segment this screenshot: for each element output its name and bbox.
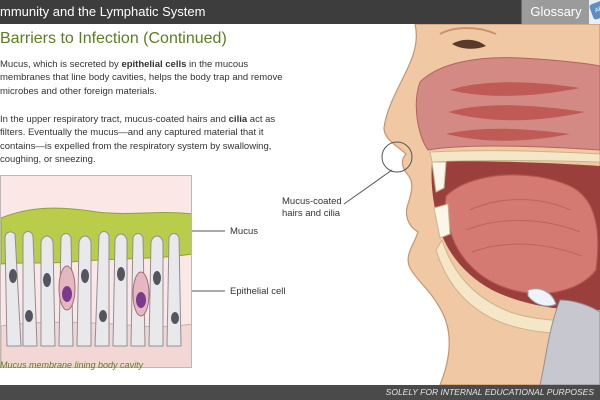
glossary-badge-icon: AB bbox=[589, 0, 600, 21]
hard-palate bbox=[429, 150, 600, 163]
para2-after: act as filters. Eventually the mucus—and… bbox=[0, 114, 276, 165]
glossary-corner-icon[interactable]: AB bbox=[589, 0, 600, 24]
glossary-button[interactable]: Glossary bbox=[521, 0, 590, 24]
para1-after: in the mucous membranes that line body c… bbox=[0, 59, 283, 97]
nasal-turbinate-1 bbox=[450, 82, 580, 96]
label-mucus: Mucus bbox=[230, 226, 258, 237]
paragraph-respiratory: In the upper respiratory tract, mucus-co… bbox=[0, 113, 300, 166]
highlighted-nucleus bbox=[136, 292, 146, 308]
footer-text: SOLELY FOR INTERNAL EDUCATIONAL PURPOSES bbox=[385, 387, 594, 397]
label-epithelial-cell: Epithelial cell bbox=[230, 286, 286, 297]
course-title: mmunity and the Lymphatic System bbox=[0, 4, 206, 19]
nasal-cavity bbox=[415, 57, 600, 151]
term-cilia[interactable]: cilia bbox=[228, 114, 248, 125]
footer-bar: SOLELY FOR INTERNAL EDUCATIONAL PURPOSES bbox=[0, 385, 600, 400]
mucus-membrane-panel bbox=[0, 175, 192, 368]
top-bar: mmunity and the Lymphatic System Glossar… bbox=[0, 0, 600, 24]
figure-caption: Mucus membrane lining body cavity bbox=[0, 360, 144, 370]
tongue-muscle-lines bbox=[465, 199, 583, 257]
brow-shape bbox=[439, 27, 497, 35]
label-hairs-line1: Mucus-coated bbox=[282, 196, 342, 207]
term-epithelial-cells[interactable]: epithelial cells bbox=[121, 59, 187, 70]
hairs-callout-line bbox=[343, 169, 393, 205]
nasal-turbinate-3 bbox=[446, 128, 570, 141]
nostril-magnifier-circle bbox=[381, 141, 413, 173]
paragraph-mucus: Mucus, which is secreted by epithelial c… bbox=[0, 58, 300, 98]
cell-nuclei bbox=[9, 267, 179, 324]
nasal-turbinate-2 bbox=[448, 105, 585, 121]
cartilage-ring bbox=[527, 288, 557, 307]
para1-before: Mucus, which is secreted by bbox=[0, 59, 122, 70]
epithelium-illustration bbox=[1, 176, 191, 367]
para2-before: In the upper respiratory tract, mucus-co… bbox=[0, 114, 229, 125]
label-mucus-coated-hairs: Mucus-coated hairs and cilia bbox=[282, 196, 342, 219]
upper-teeth bbox=[431, 161, 447, 193]
lower-teeth bbox=[433, 203, 451, 239]
section-title: Barriers to Infection (Continued) bbox=[0, 30, 227, 47]
eye-shape bbox=[452, 39, 486, 49]
highlighted-nucleus bbox=[62, 286, 72, 302]
label-hairs-line2: hairs and cilia bbox=[282, 207, 341, 219]
